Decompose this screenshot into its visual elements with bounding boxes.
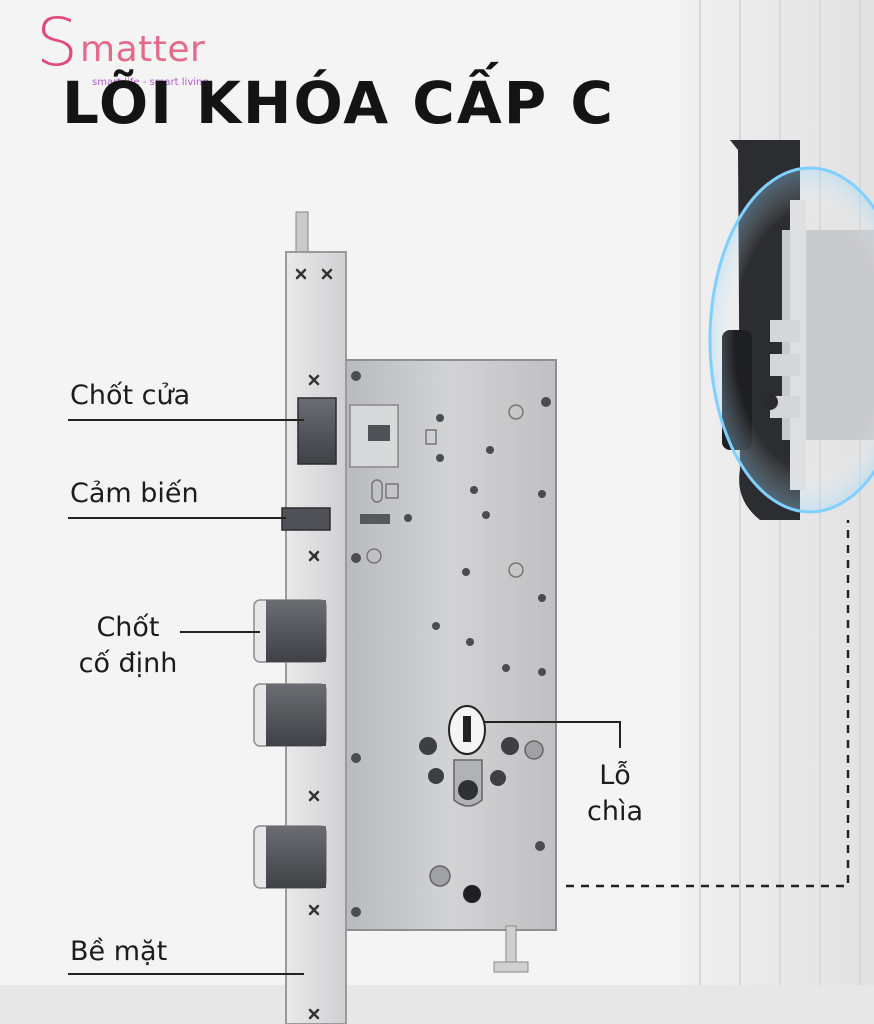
thumbnail-leader [566, 520, 850, 888]
plate-screws [351, 371, 551, 917]
sensor-slot [360, 514, 390, 524]
floor [0, 985, 874, 1024]
cylinder-area [419, 737, 544, 903]
label-sensor: Cảm biến [70, 478, 199, 509]
label-deadbolt: Chốt cố định [70, 610, 186, 682]
faceplate-screws [295, 268, 333, 1020]
bottom-tab [505, 925, 517, 967]
sensor-pin [281, 507, 331, 531]
door-lock-thumbnail [708, 140, 874, 520]
logo-word: matter [80, 29, 206, 70]
label-deadbolt-line2: cố định [78, 648, 178, 679]
label-latch: Chốt cửa [70, 380, 191, 411]
label-leaders [68, 419, 621, 975]
label-keyhole-line2: chìa [586, 796, 643, 827]
page-title: LÕI KHÓA CẤP C [62, 69, 616, 137]
label-keyhole-line1: Lỗ [599, 760, 631, 791]
label-keyhole: Lỗ chìa [570, 758, 660, 830]
latch-bolt [297, 397, 337, 465]
label-faceplate: Bề mặt [70, 936, 168, 967]
label-deadbolt-line1: Chốt [96, 612, 160, 643]
logo-tagline: smart life - smart living [92, 77, 209, 88]
brand-logo: S matter smart life - smart living [36, 10, 276, 100]
deadbolts [253, 599, 327, 889]
logo-letter: S [36, 4, 78, 81]
